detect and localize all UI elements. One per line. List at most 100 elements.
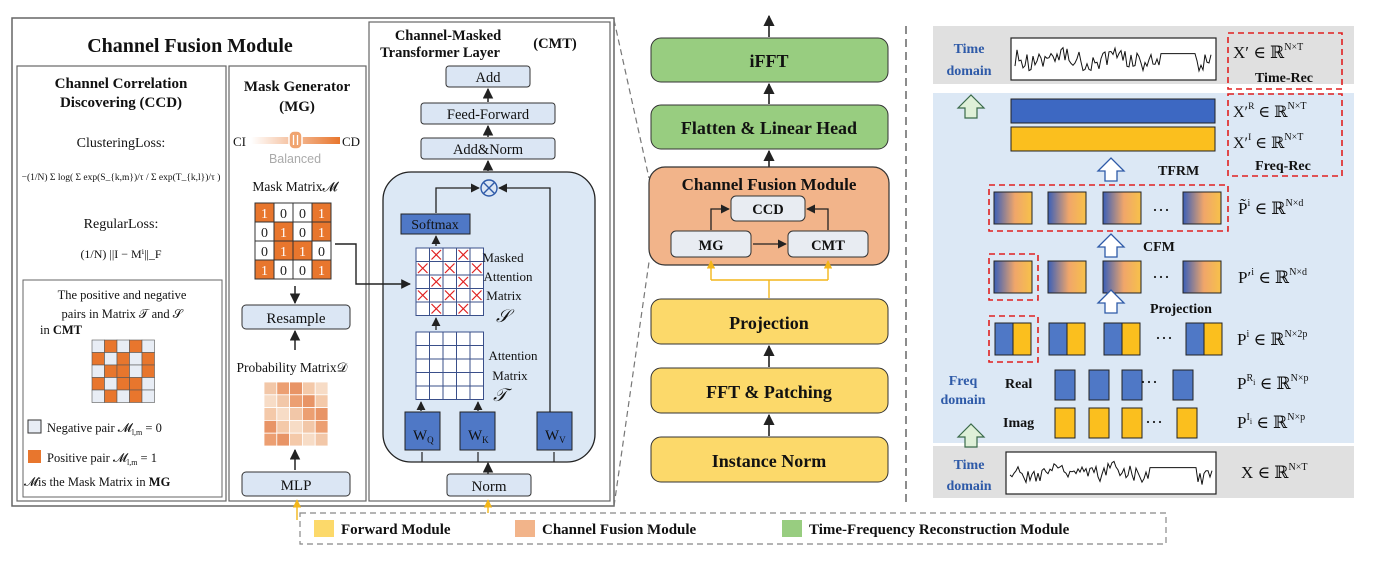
attention-cell — [456, 345, 471, 360]
mask-cell-value: 0 — [280, 207, 287, 222]
mask-cell-value: 0 — [299, 264, 306, 279]
mask-cell-value: 0 — [318, 245, 325, 260]
freq-domain-1: Freq — [949, 374, 978, 389]
attention-cell — [469, 372, 484, 387]
up-arrow-bottom-icon — [956, 423, 986, 448]
imag-half — [1203, 322, 1223, 356]
legend-cfm: Channel Fusion Module — [542, 522, 697, 538]
imag-patch — [1176, 407, 1198, 439]
pair-cell — [104, 364, 118, 378]
mask-cross — [444, 263, 455, 274]
x-prime-label: X′ ∈ ℝN×T — [1233, 42, 1303, 62]
projection-arrow-icon — [1096, 289, 1126, 314]
imag-patch — [1121, 407, 1143, 439]
time-domain-top-1: Time — [954, 42, 985, 57]
embedding-patch — [1182, 191, 1222, 225]
pair-cell — [91, 364, 105, 378]
imag-half — [1121, 322, 1141, 356]
mask-cell-value: 0 — [280, 264, 287, 279]
ccd-title-line2: Discovering (CCD) — [60, 95, 182, 111]
mask-cross — [471, 263, 482, 274]
cfm-panel: Channel Fusion Module Channel Correlatio… — [11, 17, 615, 507]
pair-cell — [104, 352, 118, 366]
masked-label-1: Masked — [482, 250, 524, 265]
masked-cell — [415, 247, 430, 262]
prob-cell — [301, 419, 316, 434]
pair-cell — [116, 377, 130, 391]
mask-matrix-label: Mask Matrix𝓜 — [252, 179, 340, 194]
attention-matrix — [415, 331, 484, 400]
attention-cell — [429, 345, 444, 360]
ci-label: CI — [233, 134, 246, 149]
projection-box: Projection — [729, 313, 809, 333]
mask-cross — [458, 303, 469, 314]
tfrm-arrow-icon — [1096, 157, 1126, 182]
projection-label: Projection — [1150, 302, 1212, 317]
prob-cell — [314, 407, 329, 421]
masked-label-2: Attention — [483, 269, 533, 284]
fft-patching-box: FFT & Patching — [706, 382, 832, 402]
mask-cross — [431, 303, 442, 314]
pair-cell — [129, 339, 143, 353]
clustering-loss-formula: −(1/N) Σ log( Σ exp(S_{k,m})/τ / Σ exp(T… — [22, 172, 221, 183]
regular-loss-formula: (1/N) ||I − Mⁱ||_F — [80, 247, 161, 261]
prob-cell — [289, 407, 303, 421]
real-patch — [1054, 369, 1076, 401]
pair-cell — [104, 377, 118, 391]
pair-cell — [129, 364, 143, 378]
cfm-label: CFM — [1143, 240, 1175, 255]
real-patch — [1172, 369, 1194, 401]
time-series-output — [1014, 46, 1212, 73]
mask-cross — [458, 249, 469, 260]
mask-cell-value: 1 — [280, 226, 287, 241]
imag-label: Imag — [1003, 416, 1034, 431]
real-half — [1048, 322, 1068, 356]
regular-loss-label: RegularLoss: — [84, 217, 159, 232]
masked-cell — [442, 247, 457, 262]
masked-cell — [442, 274, 457, 289]
prob-cell — [314, 381, 329, 396]
prob-cell — [289, 432, 303, 447]
cfm-panel-title: Channel Fusion Module — [87, 35, 293, 57]
mask-cross — [417, 263, 428, 274]
masked-cell — [469, 301, 484, 316]
tfrm-label: TFRM — [1158, 164, 1199, 179]
attention-cell — [469, 385, 484, 400]
attention-cell — [429, 372, 444, 387]
time-series-input — [1009, 460, 1213, 485]
attention-cell — [469, 345, 484, 360]
p-tilde-patches — [993, 191, 1222, 225]
prob-cell — [263, 432, 278, 447]
attention-cell — [442, 372, 457, 387]
mask-cross — [431, 276, 442, 287]
prob-cell — [263, 394, 278, 408]
prob-cell — [263, 407, 278, 421]
pair-cell — [116, 364, 130, 378]
mg-box: Mask Generator (MG) CI CD Balanced Mask … — [228, 65, 367, 502]
attention-label-1: Attention — [488, 348, 538, 363]
legend-tfrm: Time-Frequency Reconstruction Module — [809, 522, 1070, 538]
pair-cell — [141, 352, 155, 366]
pipeline: iFFT Flatten & Linear Head Channel Fusio… — [648, 14, 890, 483]
ccd-pipeline-box: CCD — [752, 202, 783, 218]
embedding-patch — [1102, 191, 1142, 225]
embedding-patch — [1182, 260, 1222, 294]
dots-2: ··· — [1152, 267, 1170, 287]
attention-cell — [456, 372, 471, 387]
prob-cell — [263, 381, 278, 396]
wq-box: WQ — [413, 428, 434, 445]
pair-cell — [91, 352, 105, 366]
cd-label: CD — [342, 134, 360, 149]
mask-cross — [444, 290, 455, 301]
pair-cell — [104, 339, 118, 353]
p-tilde-label: P̃i ∈ ℝN×d — [1238, 198, 1303, 218]
positive-pair-legend: Positive pair 𝓜l,m = 1 — [47, 451, 157, 467]
instance-norm-box: Instance Norm — [712, 451, 827, 471]
attention-cell — [415, 372, 430, 387]
pair-cell — [141, 339, 155, 353]
pair-cell — [141, 364, 155, 378]
prob-cell — [301, 407, 316, 421]
masked-cell — [429, 261, 444, 276]
softmax-box: Softmax — [411, 218, 458, 233]
prob-cell — [276, 394, 290, 408]
